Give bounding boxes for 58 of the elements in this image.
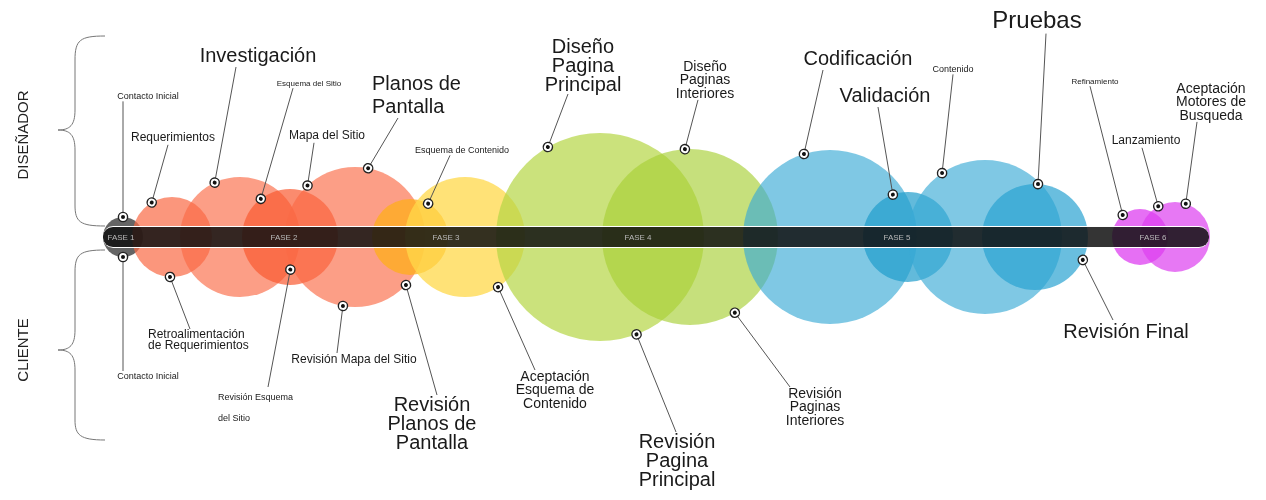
step-label: Esquema de Contenido	[414, 145, 510, 156]
step-label: Diseño Pagina Principal	[538, 37, 628, 94]
step-label: Mapa del Sitio	[289, 129, 365, 143]
leader-line	[936, 73, 954, 179]
step-label: Esquema del Sitio	[276, 79, 342, 89]
step-label: Contacto Inicial	[117, 91, 179, 102]
phase-label: FASE 4	[624, 232, 652, 242]
step-label: Retroalimentación de Requerimientos	[148, 329, 258, 352]
step-label: Lanzamiento	[1111, 134, 1181, 148]
leader-line	[209, 66, 237, 188]
leader-line	[422, 154, 451, 209]
leader-line	[492, 281, 536, 371]
step-label: Planos de Pantalla	[372, 72, 477, 118]
role-label: CLIENTE	[13, 318, 31, 382]
leader-line	[302, 142, 315, 191]
step-label: Investigación	[199, 44, 317, 67]
step-label: Aceptación Motores de Busqueda	[1166, 82, 1256, 122]
step-label: Aceptación Esquema de Contenido	[512, 370, 598, 410]
leader-line	[400, 279, 438, 396]
step-label: Contacto Inicial	[117, 371, 179, 382]
step-label: Codificación	[803, 47, 913, 70]
step-label: Requerimientos	[131, 131, 215, 145]
leader-line	[542, 93, 569, 153]
role-label: DISEÑADOR	[13, 90, 31, 180]
step-label: Pruebas	[992, 6, 1082, 34]
leader-line	[729, 307, 791, 388]
leader-line	[631, 329, 677, 433]
step-label: Revisión Pagina Principal	[629, 432, 725, 489]
leader-line	[798, 69, 824, 160]
leader-line	[336, 300, 349, 354]
step-label: Revisión Final	[1063, 320, 1189, 343]
leader-line	[267, 264, 296, 388]
step-label: Revisión Planos de Pantalla	[382, 395, 482, 452]
leader-line	[1141, 147, 1164, 212]
phase-label: FASE 5	[883, 232, 911, 242]
leader-line	[877, 106, 899, 200]
step-label: Revisión Mapa del Sitio	[291, 353, 417, 367]
leader-line	[1032, 33, 1047, 190]
leader-line	[164, 271, 191, 330]
leader-line	[679, 99, 699, 155]
phase-label: FASE 3	[432, 232, 460, 242]
leader-line	[1077, 254, 1114, 321]
leader-line	[117, 100, 129, 223]
step-label: Revisión Paginas Interiores	[780, 387, 850, 427]
step-label: Diseño Paginas Interiores	[670, 60, 740, 100]
phase-label: FASE 1	[107, 232, 135, 242]
step-label: Revisión Esquema del Sitio	[218, 387, 304, 429]
leader-line	[1180, 121, 1198, 209]
leader-line	[1089, 85, 1129, 221]
leader-line	[362, 117, 399, 174]
phase-label: FASE 2	[270, 232, 298, 242]
step-label: Validación	[839, 84, 931, 107]
step-label: Contenido	[932, 64, 974, 75]
step-label: Refinamiento	[1071, 77, 1119, 87]
leader-line	[255, 87, 294, 205]
leader-line	[117, 251, 129, 372]
phase-label: FASE 6	[1139, 232, 1167, 242]
leader-line	[146, 144, 169, 208]
